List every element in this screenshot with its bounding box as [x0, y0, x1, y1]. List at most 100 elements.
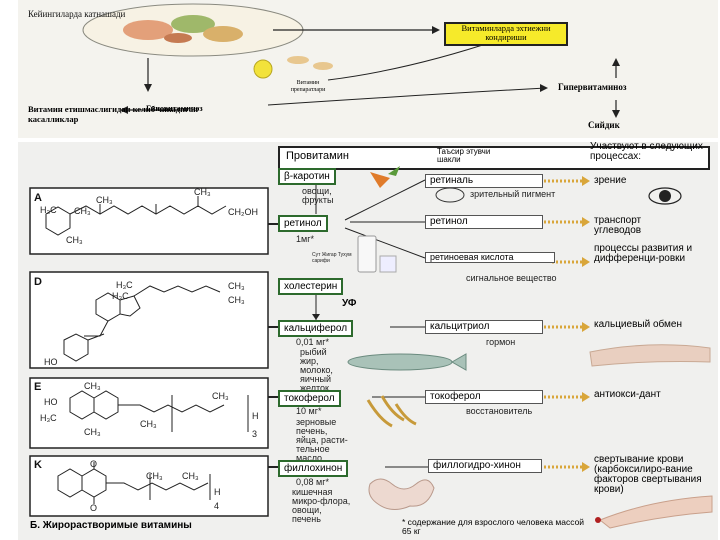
- blood-drop-icon: [595, 517, 601, 523]
- vitamin-capsule: [313, 62, 333, 70]
- food-vegetables: [171, 15, 215, 33]
- arrow-pills-to-needs: [327, 39, 499, 81]
- carrot-icon: [370, 172, 390, 188]
- arrow-head: [312, 314, 320, 320]
- food-fish: [164, 33, 192, 43]
- pill-caption: Витамин препаратлари: [290, 80, 326, 93]
- uv-label: УФ: [342, 298, 357, 309]
- connector: [344, 179, 426, 221]
- header-participates: Участвуют в следующих процессах:: [590, 141, 703, 162]
- row-letter-k: K: [34, 459, 42, 471]
- food-caption: Кейингиларда катнашади: [28, 9, 126, 19]
- formula-label: CH₃: [194, 187, 211, 197]
- formula-label: H: [214, 487, 221, 497]
- dotted-arrows: [540, 179, 582, 469]
- hypovitaminosis-label: Гиповитаминоз: [146, 104, 203, 113]
- urine-label: Сийдик: [588, 120, 620, 130]
- provitamin-beta-carotene: β-каротин: [278, 168, 336, 185]
- glass-icon: [379, 255, 397, 273]
- formula-box-k: [29, 455, 269, 517]
- food-meat: [123, 20, 173, 40]
- formula-label: H₃C: [112, 291, 129, 301]
- vitamin-needs-box: Витаминларда эхтиежни кондириши: [444, 22, 568, 46]
- row-letter-e: E: [34, 381, 42, 393]
- fish-tail-icon: [450, 353, 467, 371]
- formula-label: O: [90, 503, 98, 513]
- header-active-form: Таъсир этувчи шакли: [437, 147, 491, 164]
- arrow-heads: [582, 176, 590, 472]
- food-bread: [203, 26, 243, 42]
- vitamin-phylloquinone: филлохинон: [278, 460, 349, 477]
- arrow-to-hyper: [267, 87, 547, 106]
- formula-label: 4: [214, 501, 220, 511]
- arrow-head: [120, 106, 128, 114]
- vitamin-calciferol: кальциферол: [278, 320, 354, 337]
- eye-icon: [435, 187, 465, 203]
- milk-bottle-icon: [357, 235, 377, 273]
- vitamin-tocopherol: токоферол: [278, 390, 341, 407]
- footer-title: Б. Жирорастворимые витамины: [30, 520, 192, 531]
- formula-label: CH₃: [84, 381, 101, 391]
- row-letter-d: D: [34, 276, 42, 288]
- process-development: процессы развития и дифференци-ровки: [594, 243, 693, 264]
- header-provitamin: Провитамин: [286, 150, 349, 162]
- vitamin-dose: 1мг*: [296, 234, 314, 244]
- dose-sources: зерновые печень, яйца, расти-тельное мас…: [296, 417, 348, 463]
- vitamin-dose: 10 мг*: [296, 406, 322, 416]
- formula-label: CH₃: [228, 295, 245, 305]
- grain-icon: [366, 395, 417, 428]
- formula-label: CH₃: [140, 419, 157, 429]
- eye-pupil-icon: [659, 190, 671, 202]
- formula-label: CH₃: [66, 235, 83, 245]
- arrow-head: [612, 58, 620, 66]
- formula-label: CH₃: [74, 206, 91, 216]
- intestine-icon: [368, 478, 435, 510]
- formula-label: CH₃: [146, 471, 163, 481]
- vitamin-retinol: ретинол: [278, 215, 328, 232]
- active-form-sub: восстановитель: [466, 406, 533, 416]
- row-letter-a: A: [34, 192, 42, 204]
- active-form-sub: гормон: [486, 337, 516, 347]
- formula-label: H₃C: [40, 413, 57, 423]
- formula-label: HO: [44, 397, 58, 407]
- active-form-retinol: ретинол: [425, 215, 543, 229]
- connector: [344, 227, 426, 259]
- arrow-head: [612, 110, 620, 118]
- process-coagulation: свертывание крови (карбоксилиро-вание фа…: [594, 454, 702, 495]
- vitamin-cycle-panel: Кейингиларда катнашади Витаминларда эхти…: [18, 0, 718, 138]
- process-carb-transport: транспорт углеводов: [594, 215, 642, 236]
- vitamin-deficiency-label: Витамин етишмаслигидан келиб чикадиган к…: [28, 104, 198, 124]
- process-calcium: кальциевый обмен: [594, 319, 682, 330]
- arrow-head: [540, 84, 548, 92]
- formula-box-e: [29, 377, 269, 449]
- arrow-head: [432, 26, 440, 34]
- formula-label: CH₃: [96, 195, 113, 205]
- formula-label: O: [90, 459, 98, 469]
- formula-label: CH₃: [228, 281, 245, 291]
- formula-label: H₃C: [116, 280, 133, 290]
- table-header: [278, 146, 710, 170]
- dose-sources: Сут Жигар Тухум сарифи: [312, 252, 352, 264]
- provitamin-cholesterol: холестерин: [278, 278, 344, 295]
- chemical-structures: [45, 196, 249, 504]
- fish-icon: [347, 353, 453, 371]
- vitamin-dose: 0,08 мг*: [296, 477, 329, 487]
- footer-note: * содержание для взрослого человека масс…: [402, 517, 585, 536]
- provitamin-sources: овощи, фрукты: [302, 186, 334, 205]
- arrow-head: [144, 84, 152, 92]
- dose-sources: рыбий жир, молоко, яичный желток: [300, 347, 333, 393]
- formula-box-d: [29, 271, 269, 369]
- active-form-phyllohydroquinone: филлогидро-хинон: [428, 459, 542, 473]
- vitamin-dose: 0,01 мг*: [296, 337, 329, 347]
- process-antioxidant: антиокси-дант: [594, 389, 661, 400]
- active-form-sub: зрительный пигмент: [470, 189, 556, 199]
- formula-label: CH₃: [182, 471, 199, 481]
- formula-label: CH₃: [212, 391, 229, 401]
- formula-label: 3: [252, 429, 258, 439]
- active-form-calcitriol: кальцитриол: [425, 320, 543, 334]
- vitamin-capsule: [287, 56, 309, 64]
- hand-icon: [599, 495, 713, 529]
- active-form-sub: сигнальное вещество: [466, 273, 557, 283]
- arm-bone-icon: [589, 344, 711, 367]
